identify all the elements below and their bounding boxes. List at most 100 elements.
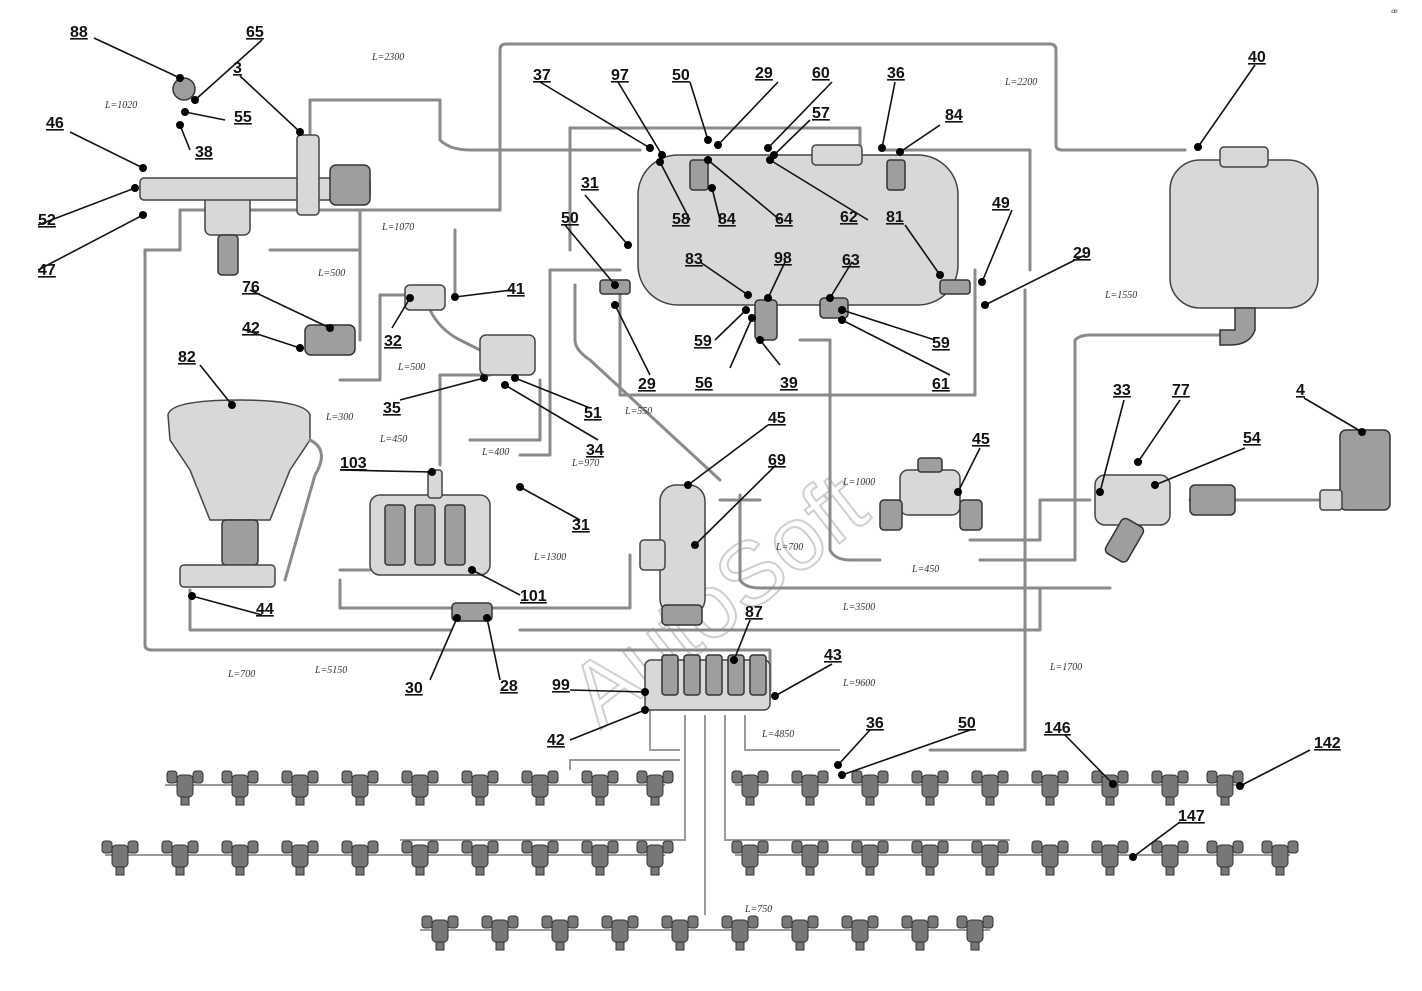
spray-nozzle — [731, 840, 769, 876]
length-label: L=450 — [379, 434, 407, 445]
callout-3: 3 — [233, 60, 242, 77]
length-label: L=750 — [744, 904, 772, 915]
callout-50: 50 — [672, 67, 690, 84]
leader-dot — [658, 151, 666, 159]
callout-50-left: 50 — [561, 210, 579, 227]
spray-nozzle — [1206, 840, 1244, 876]
callout-29: 29 — [755, 65, 773, 82]
callout-103: 103 — [340, 455, 367, 472]
leader-dot — [954, 488, 962, 496]
spray-nozzle — [661, 915, 699, 951]
callout-31-top: 31 — [581, 175, 599, 192]
length-label: L=1000 — [842, 477, 875, 488]
leader-dot — [704, 156, 712, 164]
pressure-regulator-45-69 — [639, 484, 706, 626]
spray-nozzle — [581, 770, 619, 806]
spray-nozzle — [461, 840, 499, 876]
leader-dot — [453, 614, 461, 622]
callout-38: 38 — [195, 144, 213, 161]
callout-37: 37 — [533, 67, 551, 84]
length-label: L=9600 — [842, 678, 875, 689]
callout-64: 64 — [775, 211, 793, 228]
spray-nozzles — [101, 770, 1299, 951]
callout-65: 65 — [246, 24, 264, 41]
spray-nozzle — [971, 770, 1009, 806]
diaphragm-pump — [369, 469, 491, 576]
callout-30: 30 — [405, 680, 423, 697]
callout-69: 69 — [768, 452, 786, 469]
spray-nozzle — [636, 770, 674, 806]
leader-dot — [730, 656, 738, 664]
leader-dot — [483, 614, 491, 622]
spray-nozzle — [971, 840, 1009, 876]
length-label: L=5150 — [314, 665, 347, 676]
leader-dot — [936, 271, 944, 279]
spray-nozzle — [581, 840, 619, 876]
spray-nozzle — [791, 840, 829, 876]
leader-dot — [646, 144, 654, 152]
callout-28: 28 — [500, 678, 518, 695]
length-label: L=700 — [227, 669, 255, 680]
leader-dot — [742, 306, 750, 314]
leader-dot — [451, 293, 459, 301]
length-label: L=1020 — [104, 100, 137, 111]
spray-nozzle — [1031, 770, 1069, 806]
leader-dot — [1134, 458, 1142, 466]
leader-dot — [191, 96, 199, 104]
spray-nozzle — [721, 915, 759, 951]
callout-59-left: 59 — [694, 333, 712, 350]
callout-49: 49 — [992, 195, 1010, 212]
callout-82: 82 — [178, 349, 196, 366]
hydrant-connector-4 — [1319, 429, 1391, 511]
callout-55: 55 — [234, 109, 252, 126]
spray-nozzle — [101, 840, 139, 876]
callout-87: 87 — [745, 604, 763, 621]
leader-dot — [501, 381, 509, 389]
leader-dot — [748, 314, 756, 322]
callout-147: 147 — [1178, 808, 1205, 825]
leader-dot — [611, 301, 619, 309]
callout-41: 41 — [507, 281, 525, 298]
spray-nozzle — [281, 770, 319, 806]
length-label: L=700 — [775, 542, 803, 553]
callout-45-right: 45 — [972, 431, 990, 448]
spray-nozzle — [481, 915, 519, 951]
main-tank — [637, 144, 959, 306]
leader-dot — [188, 592, 196, 600]
leader-dot — [714, 141, 722, 149]
callout-84-right: 84 — [945, 107, 963, 124]
leader-dot — [611, 281, 619, 289]
spray-nozzle — [161, 840, 199, 876]
leader-dot — [766, 156, 774, 164]
length-label: L=500 — [397, 362, 425, 373]
callout-31-pump: 31 — [572, 517, 590, 534]
spray-nozzle — [911, 840, 949, 876]
leader-dot — [176, 74, 184, 82]
callout-43: 43 — [824, 647, 842, 664]
callout-47: 47 — [38, 262, 56, 279]
leader-dot — [1096, 488, 1104, 496]
callout-146: 146 — [1044, 720, 1071, 737]
leader-dot — [764, 144, 772, 152]
callout-34: 34 — [586, 442, 604, 459]
callout-60: 60 — [812, 65, 830, 82]
leader-dot — [624, 241, 632, 249]
leader-dot — [139, 164, 147, 172]
callout-44: 44 — [256, 601, 274, 618]
callout-29-mid: 29 — [638, 376, 656, 393]
leader-dot — [704, 136, 712, 144]
leader-dot — [1358, 428, 1366, 436]
spray-nozzle — [341, 840, 379, 876]
leader-dot — [691, 541, 699, 549]
leader-dot — [756, 336, 764, 344]
length-label: L=1550 — [1104, 290, 1137, 301]
spray-nozzle — [781, 915, 819, 951]
length-label: L=400 — [481, 447, 509, 458]
length-label: L=2200 — [1004, 77, 1037, 88]
callout-83: 83 — [685, 251, 703, 268]
length-label: L=1300 — [533, 552, 566, 563]
callout-50-bottom: 50 — [958, 715, 976, 732]
length-label: L=970 — [571, 458, 599, 469]
valve-45-right — [879, 457, 983, 531]
